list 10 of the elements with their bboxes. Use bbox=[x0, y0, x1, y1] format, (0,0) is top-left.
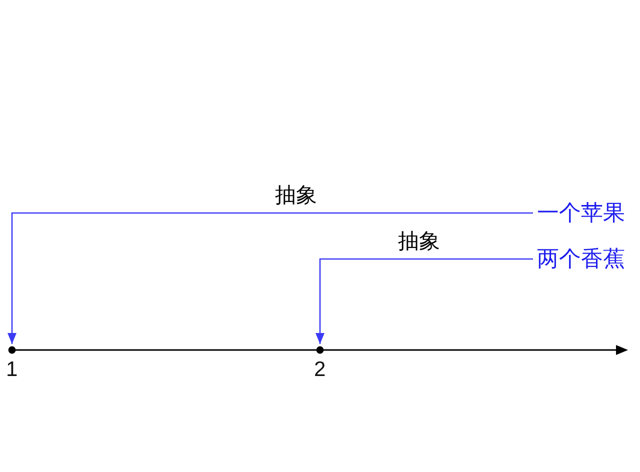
edge-label: 抽象 bbox=[275, 184, 317, 208]
edge-label: 抽象 bbox=[398, 230, 440, 254]
point-number: 2 bbox=[314, 359, 326, 381]
point-number: 1 bbox=[6, 359, 18, 381]
term-label: 两个香蕉 bbox=[537, 247, 625, 271]
arrow bbox=[316, 258, 533, 344]
point-dot bbox=[316, 346, 324, 354]
arrow bbox=[8, 212, 533, 344]
point-dot bbox=[8, 346, 16, 354]
term-label: 一个苹果 bbox=[537, 201, 625, 225]
